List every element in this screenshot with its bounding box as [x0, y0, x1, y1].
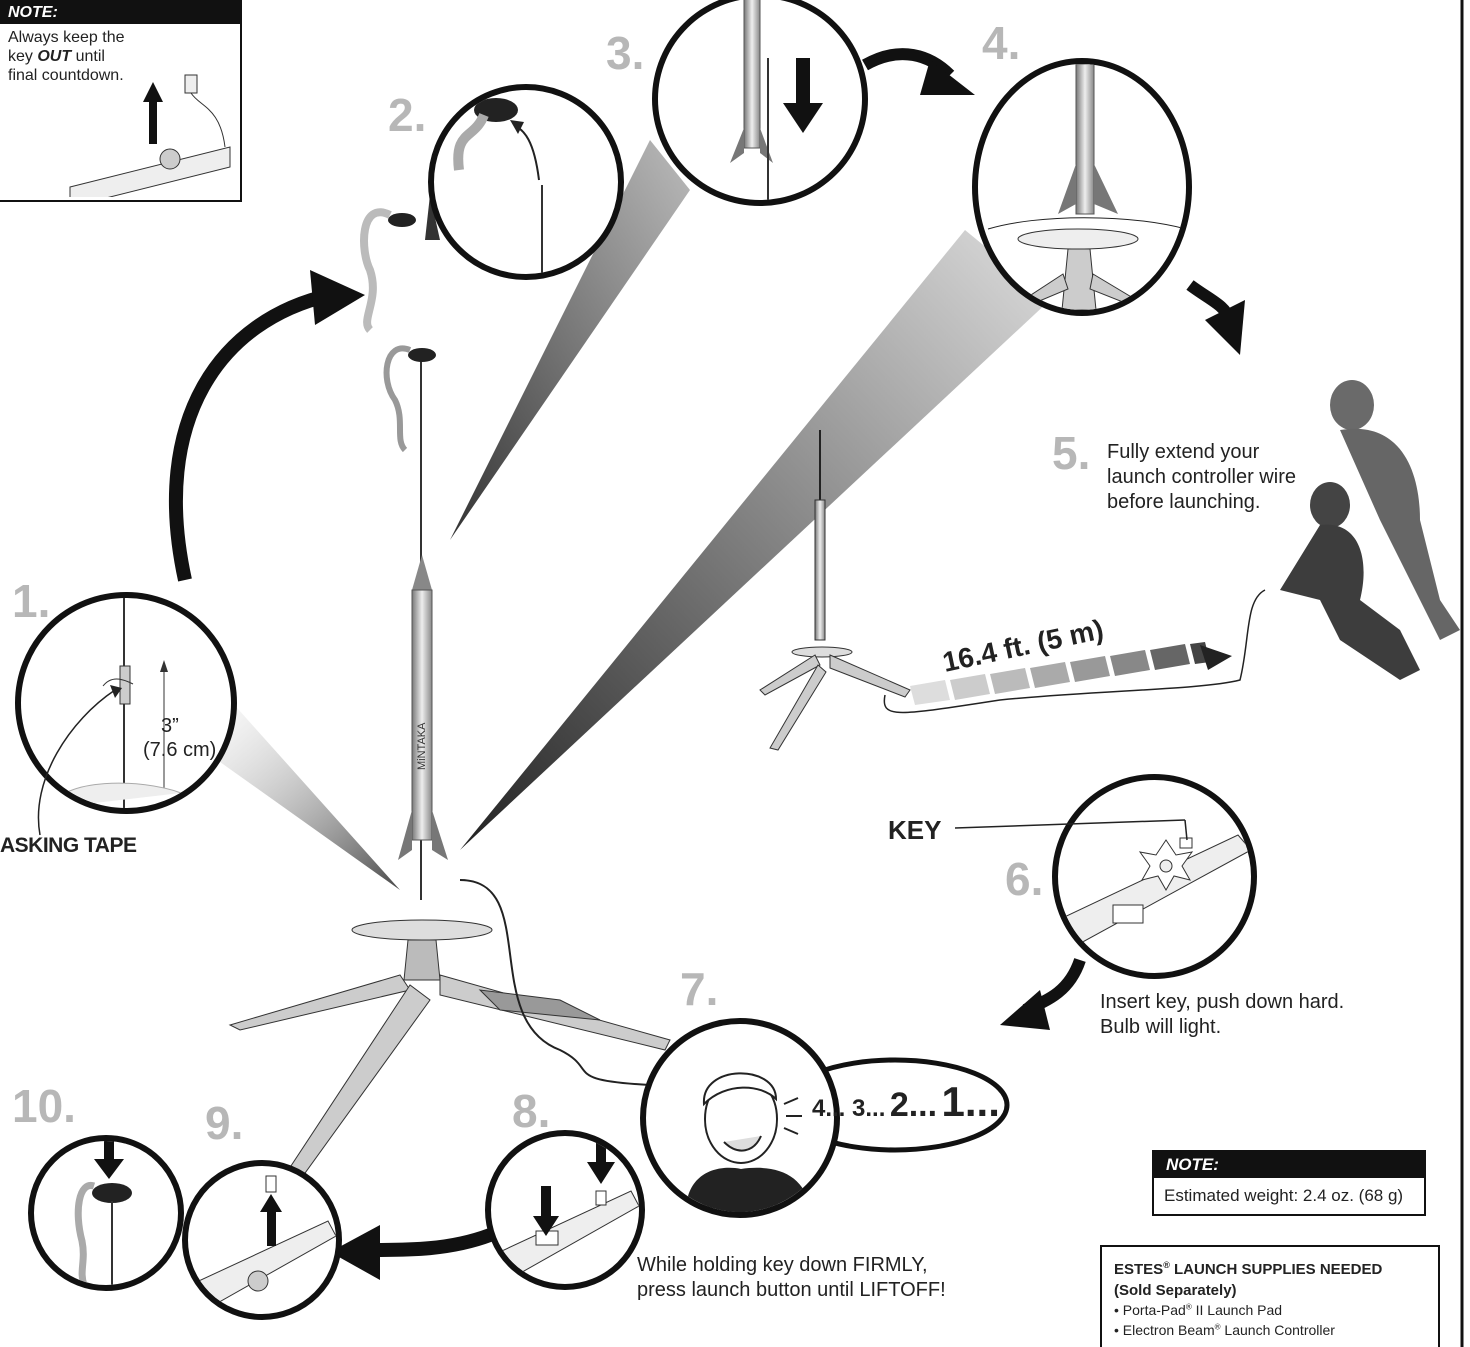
note-weight-text: Estimated weight: 2.4 oz. (68 g) [1164, 1186, 1404, 1205]
countdown-mid: 2... [889, 1086, 938, 1124]
note-weight: NOTE: Estimated weight: 2.4 oz. (68 g) [1152, 1150, 1426, 1217]
note-key-out-line3: final countdown. [8, 67, 124, 85]
step-number-5: 5. [1052, 427, 1091, 479]
arrow-3-to-4 [862, 48, 955, 80]
beam-step3 [450, 140, 690, 540]
launch-supplies-box: ESTES® LAUNCH SUPPLIES NEEDED (Sold Sepa… [1100, 1245, 1440, 1347]
step5-caption-line3: before launching. [1107, 491, 1261, 513]
countdown-big: 1... [941, 1078, 1000, 1125]
step9-detail [188, 1175, 336, 1314]
supplies-heading-line2: (Sold Separately) [1114, 1282, 1237, 1299]
step-number-2: 2. [388, 89, 427, 141]
step-number-1: 1. [12, 575, 51, 627]
step1-circle: 3” (7.6 cm) [15, 592, 237, 814]
beam-step2 [425, 195, 440, 240]
supplies-heading-post: LAUNCH SUPPLIES NEEDED [1169, 1261, 1383, 1278]
step-number-7: 7. [680, 963, 719, 1015]
step6-caption: Insert key, push down hard. Bulb will li… [1100, 990, 1344, 1040]
supplies-item1-pre: • Porta-Pad [1114, 1302, 1186, 1318]
step8-caption: While holding key down FIRMLY, press lau… [637, 1253, 946, 1303]
step8-circle [485, 1130, 645, 1290]
step8-detail [491, 1136, 639, 1284]
cap-step2 [388, 213, 416, 227]
arrow-8-to-9 [369, 1228, 493, 1257]
supplies-item2-pre: • Electron Beam [1114, 1321, 1215, 1338]
step6-detail [1058, 834, 1251, 951]
step6-caption-line1: Insert key, push down hard. [1100, 991, 1345, 1013]
distance-bar: 16.4 ft. (5 m) [910, 614, 1232, 705]
arrow-1-to-2 [169, 288, 332, 582]
streamer [383, 345, 412, 453]
launch-pad [228, 919, 671, 1181]
note-weight-heading: NOTE: [1154, 1152, 1424, 1178]
step10-circle [28, 1135, 184, 1291]
supplies-item1-reg: ® [1185, 1302, 1192, 1312]
countdown-small: 4... 3... [812, 1095, 886, 1122]
step5-pad [759, 430, 911, 751]
supplies-item2-post: Launch Controller [1220, 1321, 1335, 1338]
step5-caption-line1: Fully extend your [1107, 441, 1260, 463]
rod-cap [408, 348, 436, 362]
masking-tape-label: ASKING TAPE [0, 834, 137, 857]
step-number-10: 10. [12, 1080, 76, 1132]
note-key-out-line1: Always keep the [8, 29, 125, 46]
controller-wire [883, 589, 1266, 714]
step7-man-illustration [686, 1072, 811, 1212]
note-key-out-emphasis: OUT [37, 48, 72, 66]
supplies-heading-pre: ESTES [1114, 1261, 1164, 1278]
step-number-9: 9. [205, 1097, 244, 1149]
tape-pointer [37, 685, 122, 836]
step7-circle [640, 1018, 840, 1218]
step4-detail [987, 64, 1186, 310]
beam-step4 [460, 230, 1050, 850]
note-key-out: NOTE: Always keep the key OUT until fina… [0, 0, 242, 202]
step-number-3: 3. [606, 27, 645, 79]
step-number-4: 4. [982, 17, 1021, 69]
step10-detail [74, 1141, 132, 1285]
step6-caption-line2: Bulb will light. [1100, 1016, 1222, 1038]
rocket: MiNTAKA [398, 555, 448, 860]
step5-caption: Fully extend your launch controller wire… [1107, 440, 1296, 515]
beam-step1 [175, 700, 400, 890]
key-label: KEY [888, 815, 942, 845]
step1-detail [50, 598, 182, 808]
step3-detail [730, 0, 823, 200]
supplies-item1-post: II Launch Pad [1191, 1302, 1283, 1318]
note-key-out-line2-prefix: key [8, 48, 38, 66]
step1-measure-inches: 3” [161, 715, 179, 737]
people-photo [1280, 380, 1460, 680]
step5-caption-line2: launch controller wire [1107, 466, 1296, 488]
step-number-6: 6. [1005, 853, 1044, 905]
step2-circle [428, 84, 624, 280]
key-pointer [955, 819, 1188, 841]
key-out-icon [69, 74, 231, 197]
supplies-heading-reg: ® [1163, 1260, 1170, 1270]
clip-wire [459, 879, 651, 1086]
step-number-8: 8. [512, 1085, 551, 1137]
countdown-text: 4... 3... 2... 1... [812, 1078, 1000, 1126]
step4-circle [972, 58, 1192, 316]
step9-circle [182, 1160, 342, 1320]
note-key-out-line2-suffix: until [71, 48, 105, 66]
step3-circle [652, 0, 868, 206]
step8-caption-line1: While holding key down FIRMLY, [637, 1254, 928, 1276]
step1-measure-cm: (7.6 cm) [143, 739, 217, 761]
note-key-out-heading: NOTE: [0, 2, 240, 24]
step8-caption-line2: press launch button until LIFTOFF! [637, 1279, 946, 1301]
step6-circle [1052, 774, 1257, 979]
rocket-label: MiNTAKA [416, 722, 428, 770]
step2-detail [453, 98, 543, 274]
supplies-item2-reg: ® [1214, 1321, 1221, 1331]
